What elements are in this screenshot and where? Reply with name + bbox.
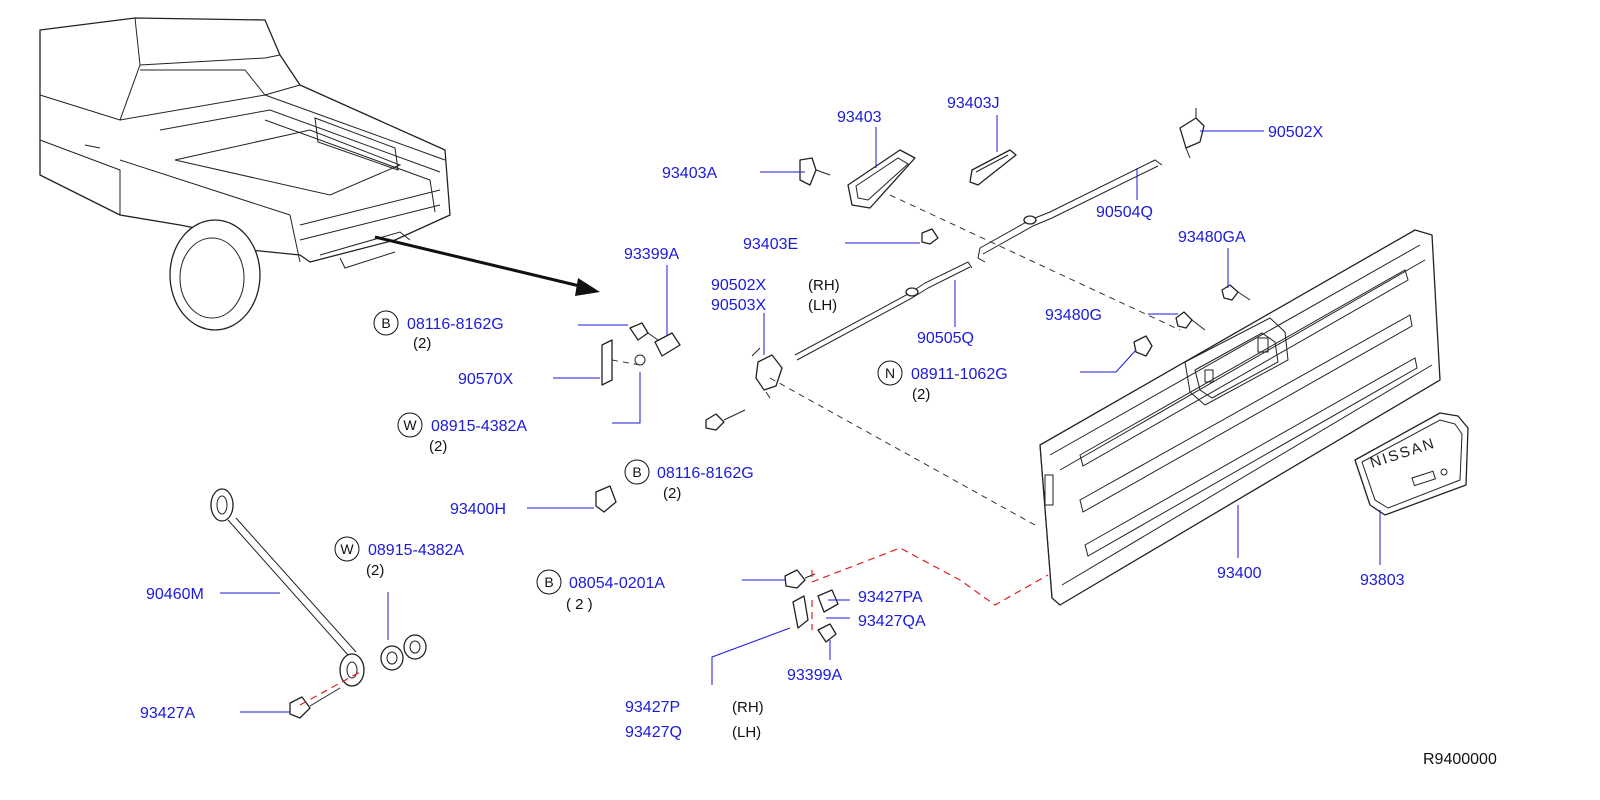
circle-w-label: W bbox=[403, 417, 417, 433]
side-note-rh: (RH) bbox=[732, 699, 764, 716]
callout-circles: B W B N W B bbox=[334, 310, 903, 595]
quantity-label: (2) bbox=[663, 485, 681, 502]
circle-b-label: B bbox=[544, 574, 553, 590]
part-label-93427qa[interactable]: 93427QA bbox=[858, 613, 926, 630]
part-label-93480g[interactable]: 93480G bbox=[1045, 307, 1102, 324]
part-label-93399a-top[interactable]: 93399A bbox=[624, 246, 679, 263]
part-label-90504q[interactable]: 90504Q bbox=[1096, 204, 1153, 221]
hinge-parts-bottom bbox=[784, 569, 839, 643]
part-label-93403j[interactable]: 93403J bbox=[947, 95, 1000, 112]
rod-90504q bbox=[977, 159, 1163, 263]
assembly-lines bbox=[299, 194, 1181, 706]
side-note-rh: (RH) bbox=[808, 277, 840, 294]
circle-w-label: W bbox=[340, 541, 354, 557]
part-label-93427p[interactable]: 93427P bbox=[625, 699, 680, 716]
part-label-90460m[interactable]: 90460M bbox=[146, 586, 204, 603]
part-label-93400[interactable]: 93400 bbox=[1217, 565, 1262, 582]
quantity-label: (2) bbox=[366, 562, 384, 579]
quantity-label: (2) bbox=[429, 438, 447, 455]
part-label-93403a[interactable]: 93403A bbox=[662, 165, 717, 182]
part-label-90502x-top[interactable]: 90502X bbox=[1268, 124, 1323, 141]
leader-lines bbox=[220, 115, 1381, 713]
part-label-93427q[interactable]: 93427Q bbox=[625, 724, 682, 741]
lock-assembly-90502x-90503x bbox=[751, 347, 783, 399]
part-label-93400h[interactable]: 93400H bbox=[450, 501, 506, 518]
clips-and-grommets bbox=[1133, 284, 1251, 357]
tailgate-panel bbox=[1039, 229, 1441, 606]
part-label-08116-8162g[interactable]: 08116-8162G bbox=[407, 316, 504, 333]
part-label-08911-1062g[interactable]: 08911-1062G bbox=[911, 366, 1008, 383]
circle-b-label: B bbox=[381, 315, 390, 331]
rod-90505q bbox=[794, 261, 973, 361]
part-label-93403e[interactable]: 93403E bbox=[743, 236, 798, 253]
part-label-90570x[interactable]: 90570X bbox=[458, 371, 513, 388]
quantity-label: (2) bbox=[912, 386, 930, 403]
part-label-08915-4382a[interactable]: 08915-4382A bbox=[431, 418, 527, 435]
part-label-93399a-bottom[interactable]: 93399A bbox=[787, 667, 842, 684]
part-label-93427pa[interactable]: 93427PA bbox=[858, 589, 923, 606]
part-label-90505q[interactable]: 90505Q bbox=[917, 330, 974, 347]
quantity-label: (2) bbox=[413, 335, 431, 352]
part-label-90502x-rh[interactable]: 90502X bbox=[711, 277, 766, 294]
part-label-90503x[interactable]: 90503X bbox=[711, 297, 766, 314]
circle-n-label: N bbox=[885, 365, 895, 381]
nissan-emblem-part: NISSAN bbox=[1354, 412, 1469, 516]
part-labels: 93403 93403J 93403A 90502X 90504Q 93403E… bbox=[140, 95, 1497, 768]
part-label-93427a[interactable]: 93427A bbox=[140, 705, 195, 722]
pickup-truck-illustration bbox=[39, 17, 451, 331]
lock-rod-end-90502x bbox=[1179, 108, 1205, 159]
part-label-08116-8162g[interactable]: 08116-8162G bbox=[657, 465, 754, 482]
quantity-label: ( 2 ) bbox=[566, 596, 593, 613]
circle-b-label: B bbox=[632, 464, 641, 480]
part-label-93480ga[interactable]: 93480GA bbox=[1178, 229, 1246, 246]
side-note-lh: (LH) bbox=[732, 724, 761, 741]
part-label-08054-0201a[interactable]: 08054-0201A bbox=[569, 575, 665, 592]
part-label-93803[interactable]: 93803 bbox=[1360, 572, 1405, 589]
part-label-08915-4382a[interactable]: 08915-4382A bbox=[368, 542, 464, 559]
diagram-reference-code: R9400000 bbox=[1423, 751, 1497, 768]
hinge-bolts-left bbox=[595, 322, 746, 513]
license-lamp-assembly bbox=[799, 149, 1017, 245]
arrow-indicator bbox=[374, 235, 600, 296]
part-label-93403[interactable]: 93403 bbox=[837, 109, 882, 126]
tailgate-cable-90460m bbox=[210, 488, 427, 719]
side-note-lh: (LH) bbox=[808, 297, 837, 314]
